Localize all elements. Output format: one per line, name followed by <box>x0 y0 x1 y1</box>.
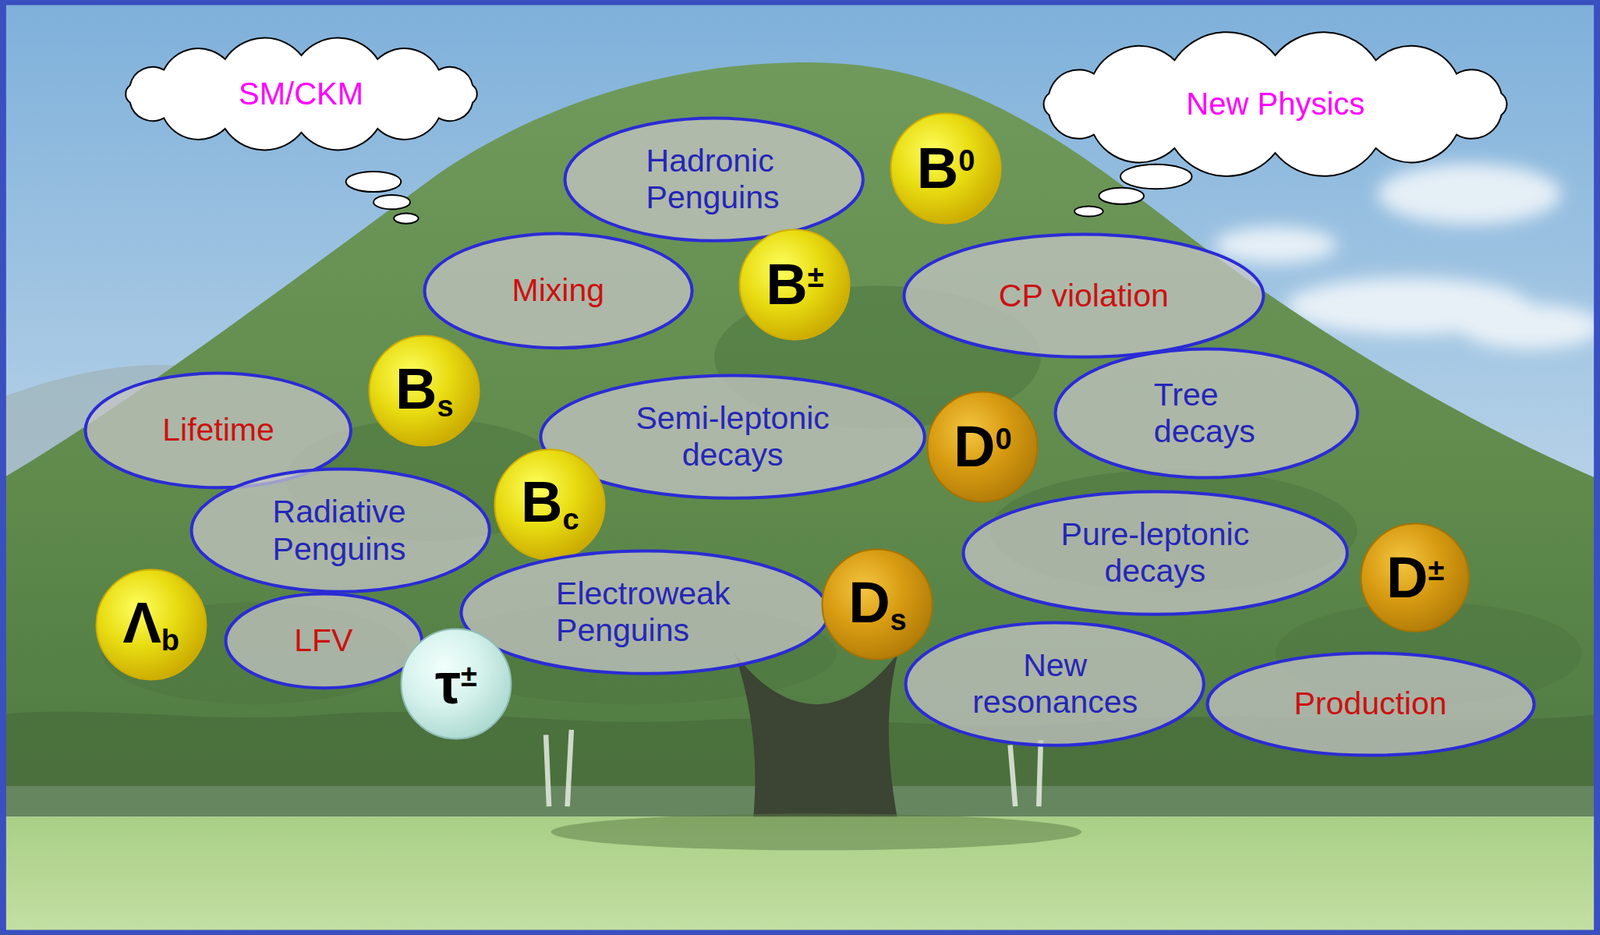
particle-circle: τ± <box>400 627 513 740</box>
cloud-label: New Physics <box>1185 85 1365 122</box>
cloud-label: SM/CKM <box>238 75 364 112</box>
particle-label: τ± <box>435 654 478 713</box>
topic-label: Lifetime <box>162 412 275 450</box>
text-holder: Ds <box>848 573 907 635</box>
text-holder: CP violation <box>998 277 1169 315</box>
topic-ellipse: Mixing <box>422 231 694 351</box>
text-holder: Pure-leptonic decays <box>1058 516 1251 590</box>
text-holder: Hadronic Penguins <box>646 142 783 216</box>
topic-ellipse: CP violation <box>902 232 1266 359</box>
particle-circle: Ds <box>821 548 934 661</box>
text-holder: B0 <box>916 139 976 198</box>
particle-label: Λb <box>122 594 180 655</box>
particle-label: D± <box>1386 548 1445 607</box>
topic-label: Hadronic Penguins <box>646 142 783 216</box>
topic-label: Electroweak Penguins <box>555 575 734 649</box>
text-holder: Tree decays <box>1153 376 1259 450</box>
topic-ellipse: LFV <box>223 591 425 691</box>
circle-shape <box>401 628 512 739</box>
text-holder: New Physics <box>1185 85 1365 122</box>
text-holder: Semi-leptonic decays <box>633 400 832 474</box>
ellipse-shape <box>225 594 422 689</box>
foliage-shading <box>102 286 1583 705</box>
topic-ellipse: New resonances <box>903 620 1206 747</box>
topic-ellipse: Electroweak Penguins <box>459 548 831 676</box>
topic-label: New resonances <box>970 647 1140 721</box>
text-holder: Electroweak Penguins <box>555 575 734 649</box>
topic-label: Production <box>1294 685 1448 723</box>
background-trunks <box>545 729 1041 807</box>
circle-shape <box>95 569 206 680</box>
text-holder: Lifetime <box>162 412 275 450</box>
text-holder: Production <box>1294 685 1448 723</box>
topic-ellipse: Pure-leptonic decays <box>961 489 1349 616</box>
topic-ellipse: Radiative Penguins <box>189 467 492 594</box>
thought-cloud: New Physics <box>1032 46 1519 163</box>
ellipse-shape <box>1207 652 1534 755</box>
ellipse-shape <box>962 492 1347 615</box>
topic-label: LFV <box>293 622 353 659</box>
thought-cloud: SM/CKM <box>114 46 489 142</box>
text-holder: LFV <box>293 622 353 659</box>
particle-circle: Bs <box>368 334 481 447</box>
ellipse-shape <box>903 234 1264 358</box>
topic-label: Tree decays <box>1153 376 1259 450</box>
topic-ellipse: Tree decays <box>1053 346 1360 480</box>
text-holder: D0 <box>953 417 1013 476</box>
particle-circle: D0 <box>926 390 1039 503</box>
ellipse-shape <box>424 233 692 349</box>
topic-ellipse: Hadronic Penguins <box>562 116 865 243</box>
ellipse-shape <box>460 551 829 674</box>
text-holder: B± <box>765 255 824 314</box>
text-holder: D± <box>1386 548 1445 607</box>
text-holder: τ± <box>435 654 478 713</box>
particle-circle: Λb <box>95 568 208 681</box>
cloud-shape <box>1044 31 1508 177</box>
circle-shape <box>495 449 606 560</box>
circle-shape <box>927 392 1038 503</box>
circle-shape <box>369 336 480 447</box>
text-holder: New resonances <box>970 647 1140 721</box>
tree-canopy <box>0 62 1600 786</box>
ellipse-shape <box>906 622 1204 745</box>
ellipse-shape <box>1054 348 1358 478</box>
topic-ellipse: Production <box>1205 651 1537 758</box>
topic-label: Radiative Penguins <box>272 493 410 567</box>
text-holder: Radiative Penguins <box>272 493 410 567</box>
particle-label: Ds <box>848 573 907 635</box>
circle-shape <box>739 230 850 340</box>
particle-circle: B0 <box>889 112 1002 225</box>
cloud-shape <box>125 37 478 150</box>
particle-label: D0 <box>953 417 1013 476</box>
ellipse-shape <box>191 469 490 592</box>
circle-shape <box>1361 523 1470 632</box>
circle-shape <box>822 548 933 659</box>
topic-label: CP violation <box>998 277 1169 315</box>
tree-shadow <box>551 813 1083 850</box>
topic-label: Semi-leptonic decays <box>633 400 832 474</box>
text-holder: SM/CKM <box>238 75 364 112</box>
topic-label: Pure-leptonic decays <box>1058 516 1251 590</box>
particle-label: B± <box>765 255 824 314</box>
particle-circle: Bc <box>493 448 606 561</box>
text-holder: Mixing <box>512 272 605 309</box>
circle-shape <box>891 113 1002 224</box>
text-holder: Bs <box>395 360 454 422</box>
ellipse-shape <box>565 118 864 241</box>
particle-label: Bc <box>520 473 580 535</box>
slide-frame <box>3 2 1597 934</box>
text-holder: Λb <box>122 594 180 655</box>
particle-circle: B± <box>738 228 851 341</box>
text-holder: Bc <box>520 473 580 535</box>
particle-label: B0 <box>916 139 976 198</box>
particle-label: Bs <box>395 360 454 422</box>
particle-circle: D± <box>1359 522 1470 633</box>
topic-label: Mixing <box>512 272 605 309</box>
